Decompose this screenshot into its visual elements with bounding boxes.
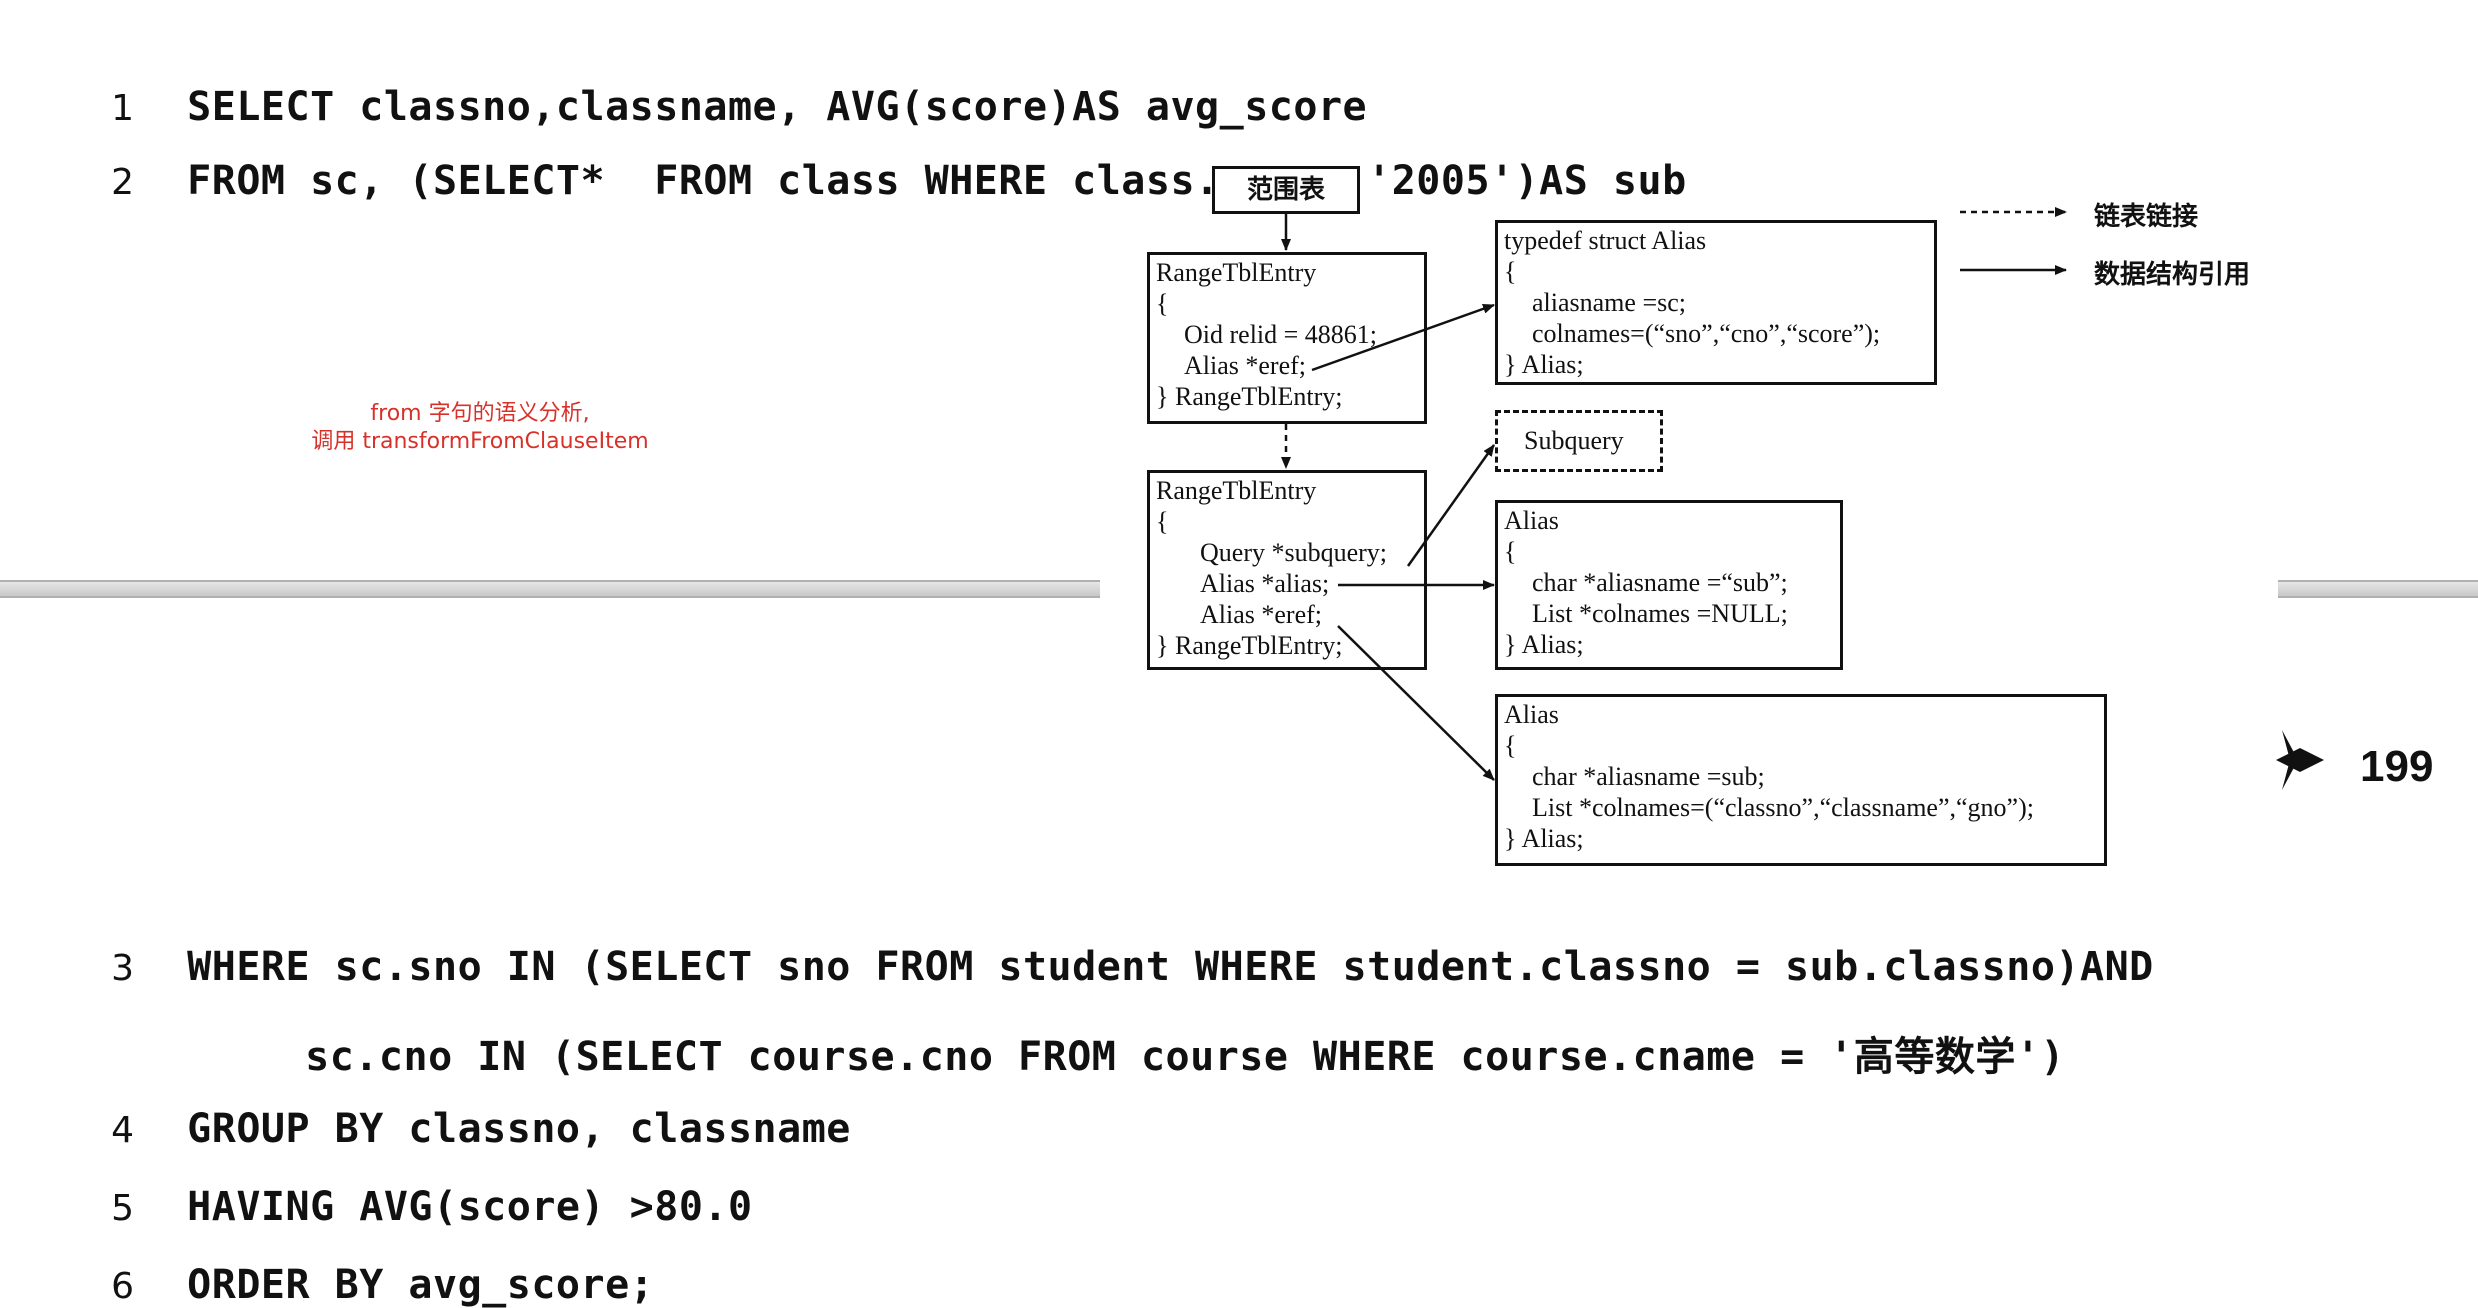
sql-line-6: 6 ORDER BY avg_score; [62,1216,654,1308]
alias-struct-box: typedef struct Alias { aliasname =sc; co… [1495,220,1937,385]
range-table-title: 范围表 [1212,166,1360,214]
line-number: 5 [111,1188,135,1229]
page-number: 199 [2360,742,2434,791]
sql-code: ORDER BY avg_score; [187,1262,655,1308]
diamond-icon-2 [2276,748,2324,772]
arrow-subquery-to-box [1406,444,1496,567]
sql-line-1: 1 SELECT classno,classname, AVG(score)AS … [62,38,1367,130]
annotation-note: from 字句的语义分析, 调用 transformFromClauseItem [290,400,670,456]
annotation-line-2: 调用 transformFromClauseItem [311,429,649,454]
page-divider-left [0,580,1100,598]
line-number: 2 [111,162,135,203]
sql-line-3: 3 WHERE sc.sno IN (SELECT sno FROM studen… [62,898,2154,990]
legend-dashed-label: 链表链接 [2094,202,2199,232]
arrow-eref-to-alias [1311,303,1495,372]
sql-code: GROUP BY classno, classname [187,1106,851,1152]
page-divider-right [2278,580,2478,598]
subquery-box: Subquery [1495,410,1663,472]
sql-code: sc.cno IN (SELECT course.cno FROM course… [305,1034,2066,1080]
alias-sub-box: Alias { char *aliasname =“sub”; List *co… [1495,500,1843,670]
sql-code: HAVING AVG(score) >80.0 [187,1184,753,1230]
alias-eref-box: Alias { char *aliasname =sub; List *coln… [1495,694,2107,866]
line-number: 1 [111,88,135,129]
sql-code: WHERE sc.sno IN (SELECT sno FROM student… [187,944,2154,990]
annotation-line-1: from 字句的语义分析, [370,401,590,426]
sql-code: SELECT classno,classname, AVG(score)AS a… [187,84,1368,130]
line-number: 6 [111,1266,135,1307]
legend-solid-label: 数据结构引用 [2094,260,2251,290]
line-number: 4 [111,1110,135,1151]
sql-line-5: 5 HAVING AVG(score) >80.0 [62,1138,753,1230]
range-tbl-entry-1: RangeTblEntry { Oid relid = 48861; Alias… [1147,252,1427,424]
sql-line-4: 4 GROUP BY classno, classname [62,1060,851,1152]
sql-line-3b: sc.cno IN (SELECT course.cno FROM course… [256,978,2065,1082]
line-number: 3 [111,948,135,989]
arrow-eref-to-eref [1337,625,1495,781]
range-tbl-entry-2: RangeTblEntry { Query *subquery; Alias *… [1147,470,1427,670]
